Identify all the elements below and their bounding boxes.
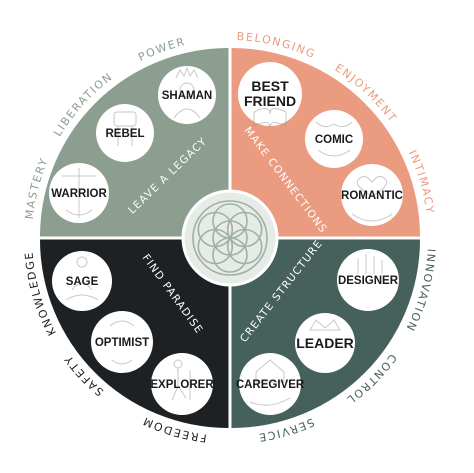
archetype-romantic[interactable]: ROMANTIC	[341, 164, 403, 226]
hiker-icon	[171, 359, 191, 401]
archetype-label-shaman: SHAMAN	[162, 90, 212, 102]
archetype-label-explorer: EXPLORER	[150, 379, 214, 391]
house-hand-icon	[249, 359, 291, 406]
archetype-shaman[interactable]: SHAMAN	[158, 66, 216, 124]
heart-hands-icon	[351, 176, 393, 222]
archetype-label-comic: COMIC	[315, 134, 353, 146]
archetype-leader[interactable]: LEADER	[295, 313, 355, 373]
archetype-label-romantic: ROMANTIC	[341, 190, 403, 202]
archetype-label-designer: DESIGNER	[338, 275, 399, 287]
face-icon	[109, 320, 135, 365]
archetype-optimist[interactable]: OPTIMIST	[91, 311, 153, 373]
archetype-comic[interactable]: COMIC	[305, 110, 363, 168]
mask-icon	[315, 121, 353, 157]
archetype-label-sage: SAGE	[66, 276, 99, 288]
shaman-icon	[173, 66, 201, 119]
fist-icon	[113, 111, 137, 146]
archetype-explorer[interactable]: EXPLORER	[150, 353, 214, 415]
book-icon	[253, 108, 287, 129]
archetype-rebel[interactable]: REBEL	[96, 104, 154, 162]
warrior-icon	[62, 168, 96, 218]
archetype-label-leader: LEADER	[296, 335, 354, 351]
archetype-label-warrior: WARRIOR	[51, 188, 107, 200]
archetype-label-friend: FRIEND	[244, 93, 296, 109]
crown-icon	[309, 319, 341, 331]
center-medallion	[181, 189, 279, 287]
archetype-best-friend[interactable]: BEST FRIEND	[238, 62, 302, 129]
archetype-label-optimist: OPTIMIST	[95, 337, 149, 349]
meditation-icon	[65, 256, 99, 301]
archetype-label-best: BEST	[251, 78, 289, 94]
archetype-label-caregiver: CAREGIVER	[236, 379, 305, 391]
archetype-label-rebel: REBEL	[106, 128, 145, 140]
archetype-designer[interactable]: DESIGNER	[337, 249, 399, 311]
flower-of-life-icon	[192, 200, 268, 276]
pencils-icon	[357, 254, 383, 274]
archetype-warrior[interactable]: WARRIOR	[49, 163, 109, 223]
archetype-sage[interactable]: SAGE	[52, 251, 112, 311]
archetype-caregiver[interactable]: CAREGIVER	[236, 353, 305, 415]
